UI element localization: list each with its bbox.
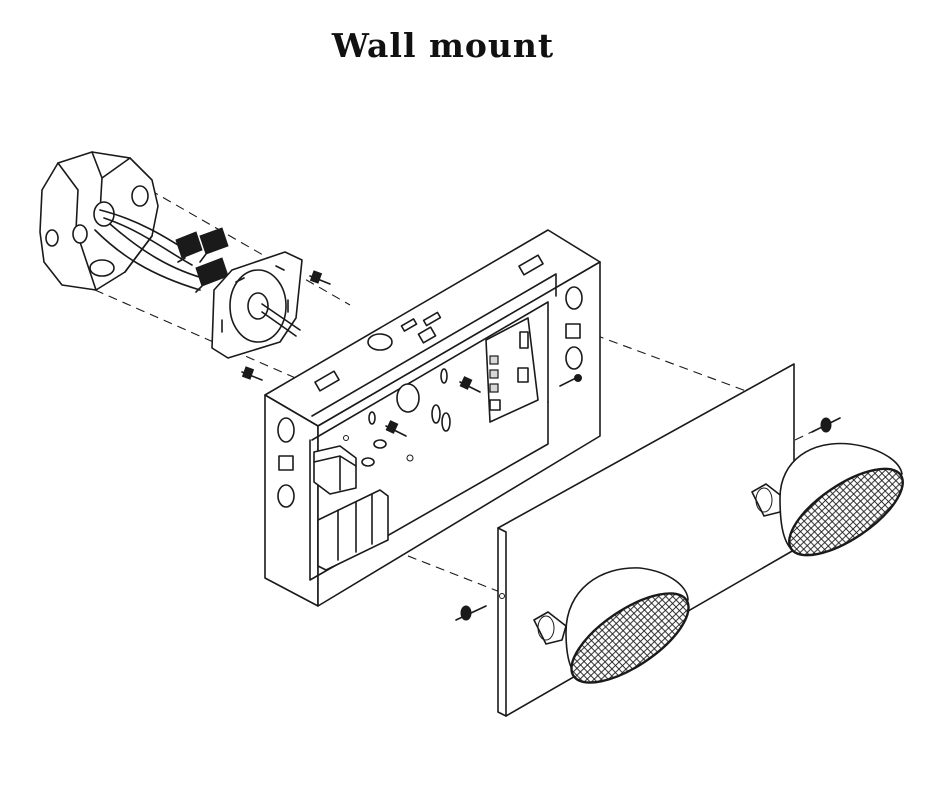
lamp-head-left [533,567,690,684]
bracket-screws [241,270,331,381]
transformer [313,445,357,495]
backbox-screws [385,374,582,437]
circuit-board [485,317,539,423]
battery-pack [317,489,389,571]
wire-nuts [175,227,229,293]
page-title: Wall mount [331,26,555,65]
mounting-bracket-plate [211,251,303,359]
lamp-head-right [751,442,904,557]
faceplate-screws [455,417,841,621]
octagonal-junction-box [39,151,211,291]
